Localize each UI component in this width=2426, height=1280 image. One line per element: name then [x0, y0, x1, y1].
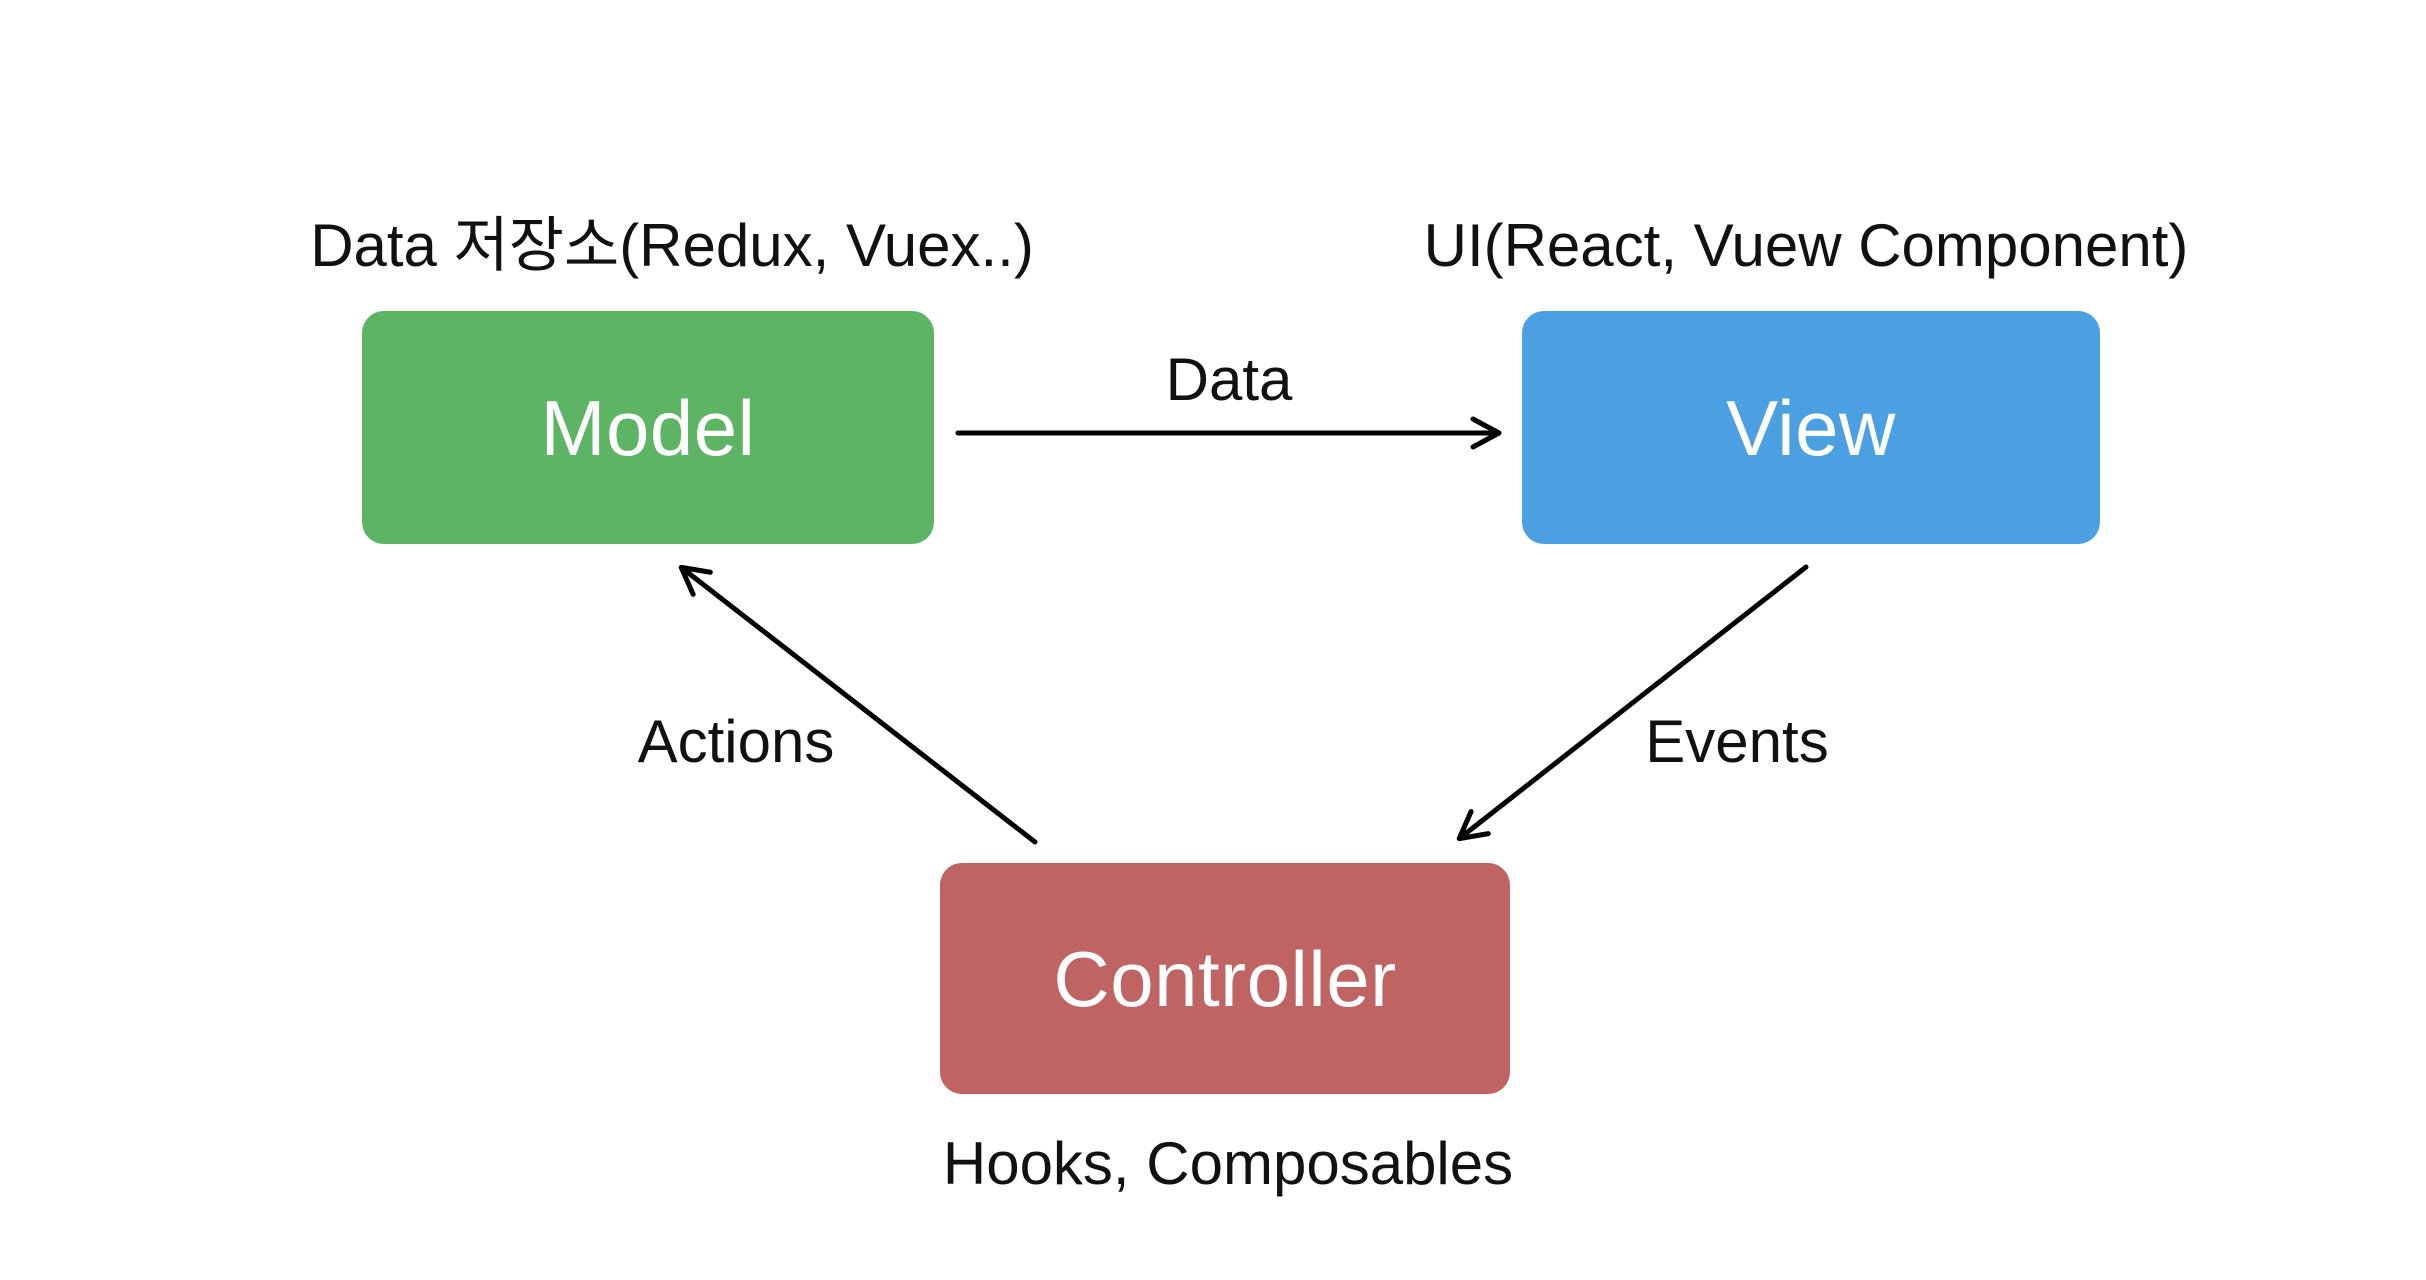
- controller-caption: Hooks, Composables: [942, 1130, 1514, 1197]
- controller-node: Controller: [940, 863, 1510, 1094]
- controller-node-label: Controller: [1053, 934, 1397, 1023]
- events-arrow-label: Events: [1645, 708, 1829, 775]
- model-caption: Data 저장소(Redux, Vuex..): [310, 212, 1034, 279]
- events-arrow: [1456, 564, 1809, 842]
- model-node-label: Model: [540, 383, 756, 472]
- data-arrow-label: Data: [1165, 346, 1293, 413]
- view-node-label: View: [1726, 383, 1896, 472]
- actions-arrow: [678, 564, 1038, 845]
- model-node: Model: [362, 311, 934, 544]
- view-caption: UI(React, Vuew Component): [1423, 212, 2189, 279]
- actions-arrow-label: Actions: [637, 708, 835, 775]
- view-node: View: [1522, 311, 2100, 544]
